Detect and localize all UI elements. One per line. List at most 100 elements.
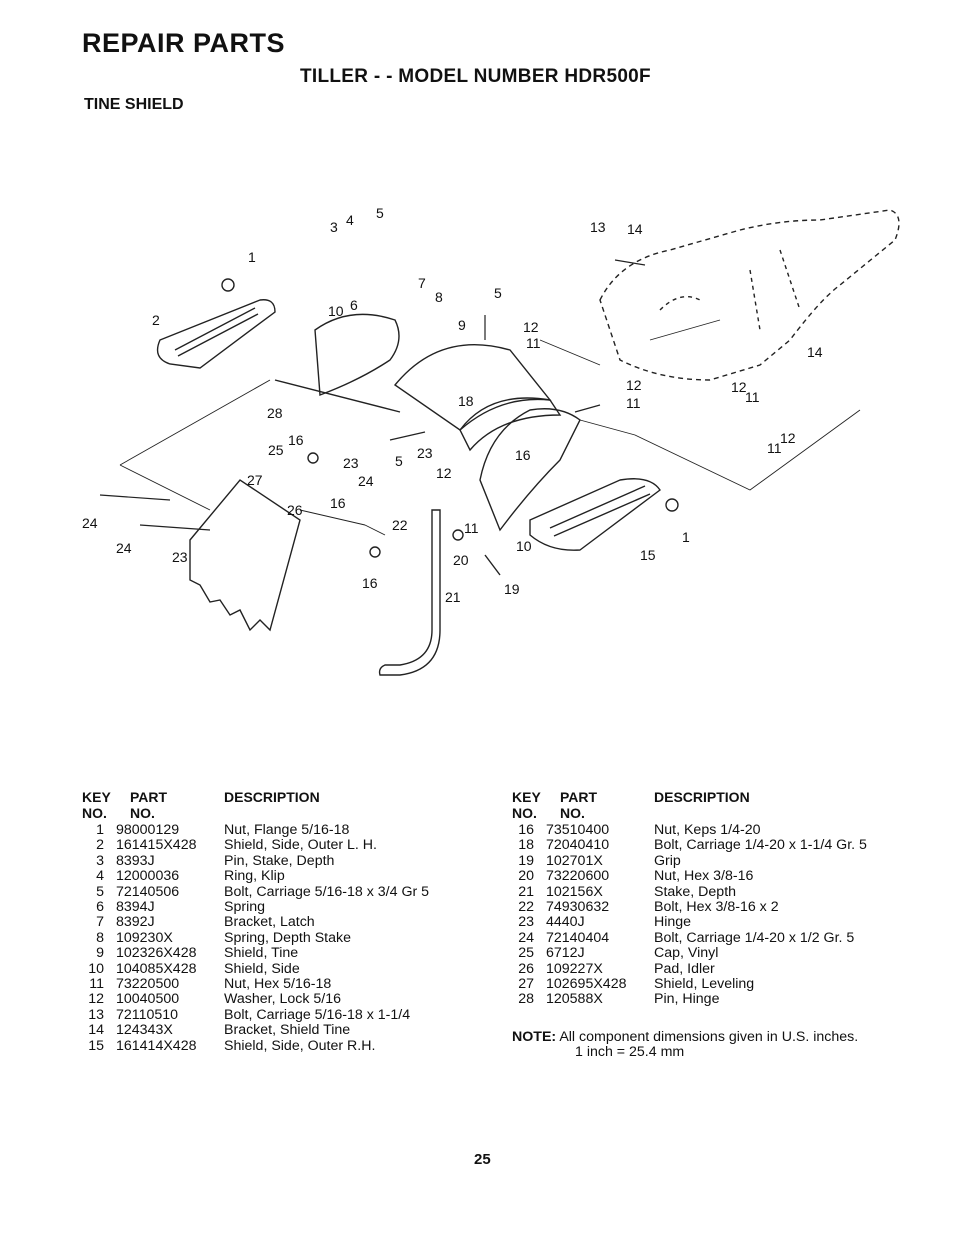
side-shield-right-shape xyxy=(479,408,581,532)
part-no: 6712J xyxy=(546,945,585,962)
part-no: 8393J xyxy=(116,852,155,869)
part-description: Bolt, Hex 3/8-16 x 2 xyxy=(654,899,779,916)
callout-label: 1 xyxy=(248,249,256,265)
callout-label: 22 xyxy=(392,517,408,533)
part-description: Washer, Lock 5/16 xyxy=(224,991,341,1008)
key-no: 2 xyxy=(96,837,104,854)
callout-label: 5 xyxy=(376,205,384,221)
callout-label: 11 xyxy=(745,389,760,405)
key-no: 16 xyxy=(518,822,534,838)
part-description: Nut, Flange 5/16-18 xyxy=(224,822,350,838)
part-no: 8392J xyxy=(116,914,155,931)
depth-stake-shape xyxy=(378,509,441,676)
callout-label: 24 xyxy=(82,515,98,531)
callout-label: 16 xyxy=(330,495,346,511)
part-description: Spring, Depth Stake xyxy=(224,929,351,946)
grip-shape xyxy=(484,554,501,576)
callout-label: 9 xyxy=(458,317,466,333)
key-no: 22 xyxy=(518,899,534,916)
key-no: 10 xyxy=(88,960,104,977)
part-no: 4440J xyxy=(546,914,585,931)
key-no: 27 xyxy=(518,976,534,993)
part-no: 102326X428 xyxy=(116,945,197,962)
key-no: 1 xyxy=(96,822,104,838)
part-no: 73510400 xyxy=(546,822,610,838)
callout-label: 14 xyxy=(627,221,643,237)
key-no: 9 xyxy=(96,945,104,962)
part-description: Pin, Hinge xyxy=(654,991,720,1008)
key-no: 18 xyxy=(518,837,534,854)
keps-nut-a xyxy=(307,452,319,464)
leader-lines xyxy=(119,319,861,536)
callout-label: 16 xyxy=(288,432,304,448)
callout-label: 24 xyxy=(358,473,374,489)
exploded-parts-diagram: 1 2 3 4 5 6 7 8 9 10 28 25 16 23 5 23 12… xyxy=(60,190,930,710)
part-no: 109227X xyxy=(546,960,603,977)
part-no: 124343X xyxy=(116,1022,173,1039)
key-no: 26 xyxy=(518,960,534,977)
part-no: 102156X xyxy=(546,883,603,900)
key-no: 13 xyxy=(88,1006,104,1023)
dimension-note: NOTE: All component dimensions given in … xyxy=(512,1029,859,1061)
note-line-1: All component dimensions given in U.S. i… xyxy=(559,1029,859,1045)
key-no: 12 xyxy=(88,991,104,1008)
part-no: 120588X xyxy=(546,991,603,1008)
callout-label: 12 xyxy=(523,319,539,335)
col-header-description: DESCRIPTION xyxy=(654,789,750,805)
callout-label: 7 xyxy=(418,275,426,291)
key-no: 28 xyxy=(518,991,534,1008)
part-description: Bracket, Latch xyxy=(224,914,315,931)
callout-label: 21 xyxy=(445,589,461,605)
key-no: 25 xyxy=(518,945,534,962)
section-heading: TINE SHIELD xyxy=(84,96,184,113)
callout-label: 23 xyxy=(172,549,188,565)
callout-label: 25 xyxy=(268,442,284,458)
callout-label: 16 xyxy=(362,575,378,591)
hex-nut-lower xyxy=(452,529,464,541)
key-no: 21 xyxy=(518,883,534,900)
part-description: Nut, Hex 3/8-16 xyxy=(654,868,754,885)
callout-label: 8 xyxy=(435,289,443,305)
flange-nut-right xyxy=(665,498,679,512)
part-description: Pin, Stake, Depth xyxy=(224,852,335,869)
part-description: Bolt, Carriage 5/16-18 x 1-1/4 xyxy=(224,1006,411,1023)
callout-label: 2 xyxy=(152,312,160,328)
part-no: 102701X xyxy=(546,852,603,869)
callout-label: 1 xyxy=(682,529,690,545)
key-no: 15 xyxy=(88,1037,104,1054)
hinge-pin-shape xyxy=(274,379,401,413)
part-description: Bolt, Carriage 1/4-20 x 1/2 Gr. 5 xyxy=(654,929,855,946)
part-no: 73220500 xyxy=(116,976,180,993)
callout-label: 20 xyxy=(453,552,469,568)
callout-label: 18 xyxy=(458,393,474,409)
note-label: NOTE: xyxy=(512,1029,557,1045)
key-no: 4 xyxy=(96,868,104,885)
callout-label: 10 xyxy=(516,538,532,554)
parts-row: 25 6712J Cap, Vinyl xyxy=(512,945,867,962)
callout-label: 11 xyxy=(464,520,479,536)
callout-label: 3 xyxy=(330,219,338,235)
callout-label: 23 xyxy=(343,455,359,471)
part-description: Hinge xyxy=(654,914,692,931)
callout-label: 12 xyxy=(626,377,642,393)
callout-label: 24 xyxy=(116,540,132,556)
bolts-and-nuts xyxy=(99,259,646,531)
part-description: Cap, Vinyl xyxy=(654,945,719,962)
model-heading: TILLER - - MODEL NUMBER HDR500F xyxy=(300,66,651,87)
key-no: 3 xyxy=(96,852,104,869)
